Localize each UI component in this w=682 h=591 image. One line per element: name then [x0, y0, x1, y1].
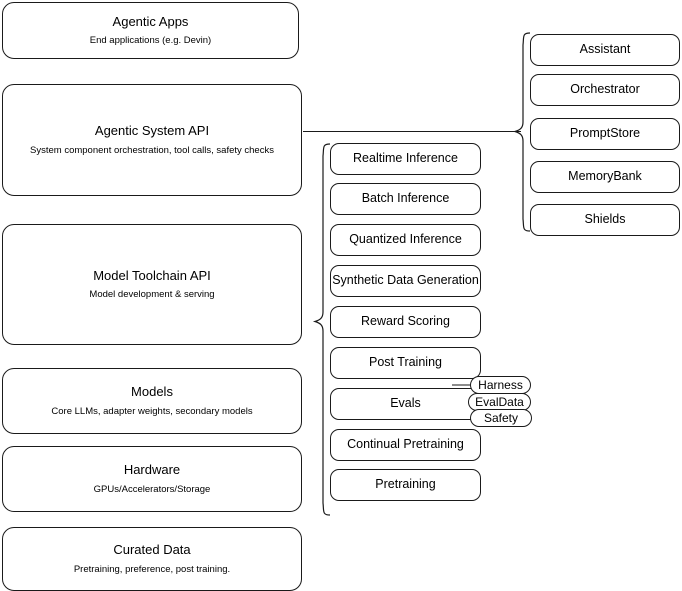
layer-agentic-system-api[interactable]: Agentic System API System component orch… [2, 84, 302, 196]
capability-realtime-inference[interactable]: Realtime Inference [330, 143, 481, 175]
layer-models[interactable]: Models Core LLMs, adapter weights, secon… [2, 368, 302, 434]
layer-subtitle: GPUs/Accelerators/Storage [93, 483, 211, 495]
pill-label: Safety [483, 411, 519, 425]
pill-label: EvalData [475, 395, 524, 409]
layer-subtitle: System component orchestration, tool cal… [30, 144, 274, 156]
capability-post-training[interactable]: Post Training [330, 347, 481, 379]
layer-title: Agentic System API [94, 123, 210, 139]
capability-label: Continual Pretraining [347, 437, 464, 452]
capability-synthetic-data-generation[interactable]: Synthetic Data Generation [330, 265, 481, 297]
layer-agentic-apps[interactable]: Agentic Apps End applications (e.g. Devi… [2, 2, 299, 59]
system-component-label: PromptStore [569, 126, 641, 141]
capability-reward-scoring[interactable]: Reward Scoring [330, 306, 481, 338]
layer-subtitle: Model development & serving [89, 289, 215, 301]
layer-title: Agentic Apps [112, 13, 189, 29]
system-component-assistant[interactable]: Assistant [530, 34, 680, 66]
capability-quantized-inference[interactable]: Quantized Inference [330, 224, 481, 256]
pill-label: Harness [478, 378, 523, 392]
capability-label: Synthetic Data Generation [332, 273, 479, 288]
capability-label: Batch Inference [361, 191, 450, 206]
layer-title: Hardware [123, 462, 181, 478]
layer-model-toolchain-api[interactable]: Model Toolchain API Model development & … [2, 224, 302, 345]
system-component-memorybank[interactable]: MemoryBank [530, 161, 680, 193]
layer-curated-data[interactable]: Curated Data Pretraining, preference, po… [2, 527, 302, 591]
layer-subtitle: Core LLMs, adapter weights, secondary mo… [51, 405, 253, 417]
layer-title: Curated Data [113, 542, 191, 558]
capability-label: Post Training [369, 355, 442, 370]
capability-label: Quantized Inference [349, 232, 462, 247]
capability-evals[interactable]: Evals [330, 388, 481, 420]
system-component-orchestrator[interactable]: Orchestrator [530, 74, 680, 106]
system-component-label: Orchestrator [570, 82, 640, 97]
brace-system-components [512, 32, 531, 232]
layer-subtitle: Pretraining, preference, post training. [73, 563, 231, 575]
capability-batch-inference[interactable]: Batch Inference [330, 183, 481, 215]
capability-label: Realtime Inference [353, 151, 458, 166]
layer-hardware[interactable]: Hardware GPUs/Accelerators/Storage [2, 446, 302, 512]
capability-label: Pretraining [375, 477, 436, 492]
system-component-label: Assistant [579, 42, 631, 57]
layer-title: Model Toolchain API [93, 267, 211, 283]
capability-label: Evals [390, 396, 421, 411]
evals-subcomponent-harness[interactable]: Harness [470, 376, 531, 394]
layer-title: Models [131, 384, 173, 400]
system-component-label: MemoryBank [568, 169, 642, 184]
system-component-label: Shields [584, 212, 626, 227]
brace-toolchain-capabilities [312, 143, 331, 516]
capability-pretraining[interactable]: Pretraining [330, 469, 481, 501]
capability-label: Reward Scoring [361, 314, 450, 329]
capability-continual-pretraining[interactable]: Continual Pretraining [330, 429, 481, 461]
layer-subtitle: End applications (e.g. Devin) [89, 35, 212, 47]
system-component-promptstore[interactable]: PromptStore [530, 118, 680, 150]
system-component-shields[interactable]: Shields [530, 204, 680, 236]
evals-subcomponent-safety[interactable]: Safety [470, 409, 532, 427]
